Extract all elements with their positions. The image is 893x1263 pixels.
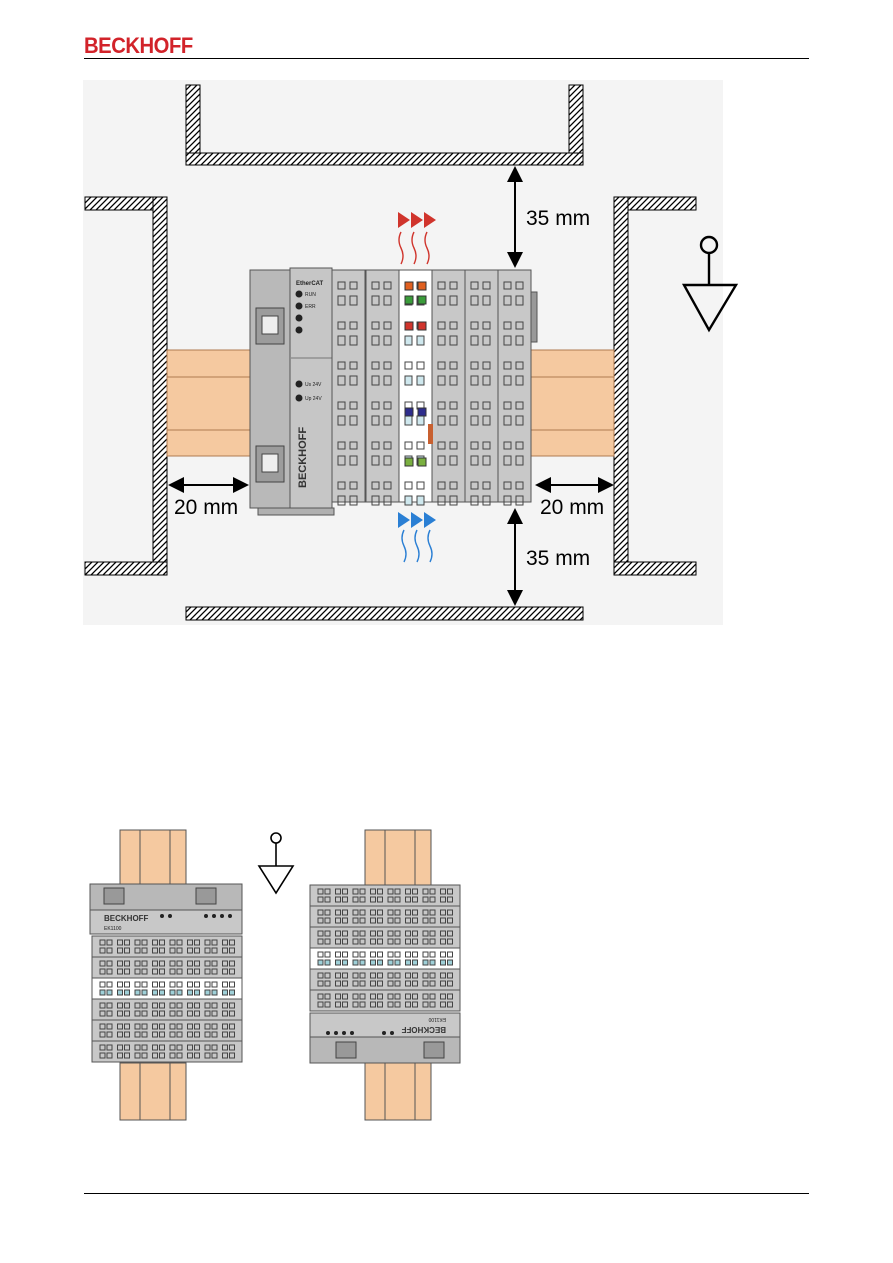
io-terminal-row <box>91 1019 243 1042</box>
io-terminal-row <box>309 989 461 1012</box>
dimension-arrows <box>168 166 614 606</box>
led-indicator <box>417 295 427 305</box>
io-terminal-row <box>309 947 461 970</box>
dim-right-label: 20 mm <box>540 496 604 519</box>
dim-bottom-label: 35 mm <box>526 547 590 570</box>
io-terminal-row <box>309 926 461 949</box>
io-terminal <box>398 269 433 506</box>
io-terminal-row <box>91 977 243 1000</box>
coupler-brand-label: BECKHOFF <box>297 427 309 488</box>
right-unit-brand: BECKHOFF <box>401 1025 446 1034</box>
beckhoff-logo: BECKHOFF <box>84 33 193 58</box>
heat-out-arrows <box>398 212 436 265</box>
cool-in-arrows <box>398 512 436 563</box>
end-cap <box>530 291 538 343</box>
ground-symbol <box>681 235 739 333</box>
installation-clearance-figure: EtherCAT RUN ERR Us 24V Up 24V BECKHOFF <box>83 80 739 625</box>
left-wall <box>84 196 168 576</box>
led-indicator <box>404 295 414 305</box>
io-terminal <box>464 269 499 506</box>
right-unit-model: EK1100 <box>428 1016 446 1022</box>
led-indicator <box>404 407 414 417</box>
io-terminal-row <box>91 935 243 958</box>
left-unit-brand: BECKHOFF <box>104 914 149 923</box>
io-terminal-row <box>91 1040 243 1063</box>
led-us-label: Us 24V <box>305 382 322 388</box>
upper-wall <box>185 84 584 166</box>
led-indicator <box>417 281 427 291</box>
coupler-protocol-label: EtherCAT <box>296 281 324 287</box>
lower-wall <box>185 606 584 621</box>
dim-top-label: 35 mm <box>526 207 590 230</box>
io-terminal-row <box>309 968 461 991</box>
led-indicator <box>404 281 414 291</box>
io-terminal <box>365 269 400 506</box>
io-terminal-row <box>91 998 243 1021</box>
io-terminal <box>497 269 532 506</box>
io-terminal-row <box>91 956 243 979</box>
io-terminal <box>431 269 466 506</box>
dim-left-label: 20 mm <box>174 496 238 519</box>
led-indicator <box>417 457 427 467</box>
marker-strip <box>428 424 433 444</box>
right-wall <box>613 196 697 576</box>
footer-rule <box>84 1193 809 1194</box>
led-err-label: ERR <box>305 304 316 310</box>
led-indicator <box>417 321 427 331</box>
led-indicator <box>404 457 414 467</box>
io-terminal-row <box>309 905 461 928</box>
led-indicator <box>404 321 414 331</box>
left-unit-model: EK1100 <box>104 926 122 932</box>
io-terminal <box>331 269 366 506</box>
io-terminal-row <box>309 884 461 907</box>
vertical-mounting-figure-left: BECKHOFF EK1100 <box>89 829 295 1121</box>
vertical-mounting-figure-right: BECKHOFF EK1100 <box>309 829 461 1121</box>
ethercat-coupler: EtherCAT RUN ERR Us 24V Up 24V BECKHOFF <box>249 267 335 516</box>
led-indicator <box>417 407 427 417</box>
led-up-label: Up 24V <box>305 396 322 402</box>
header-rule <box>84 58 809 59</box>
led-run-label: RUN <box>305 292 316 298</box>
io-terminals <box>331 269 538 506</box>
